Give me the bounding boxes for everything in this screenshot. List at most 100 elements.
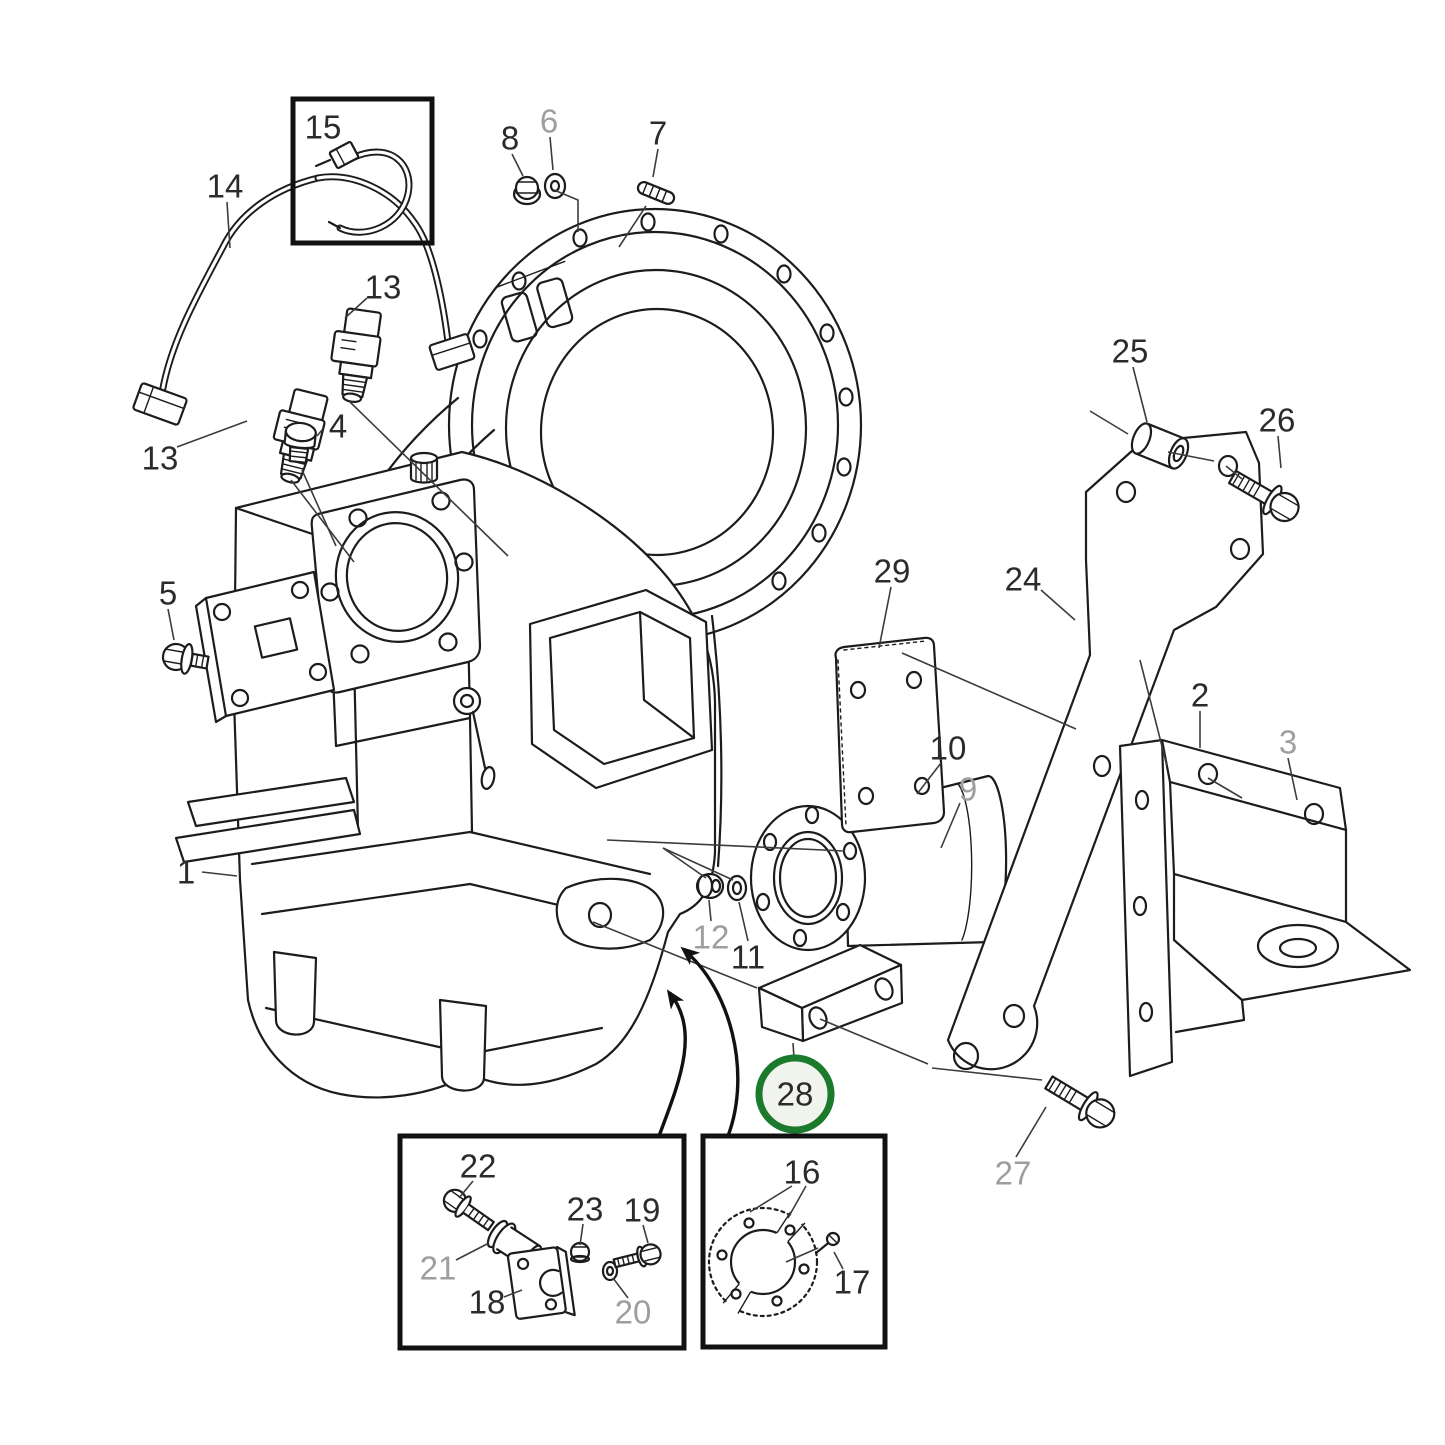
callout-18: 18 <box>469 1284 506 1321</box>
bolt-27 <box>1044 1075 1116 1129</box>
connector-line <box>819 1018 929 1065</box>
shim-block-28 <box>757 943 904 1043</box>
callout-14: 14 <box>207 168 244 205</box>
callout-29: 29 <box>874 553 911 590</box>
connector-line <box>901 652 1077 730</box>
connector-line <box>1139 659 1168 767</box>
connector-line <box>592 921 758 989</box>
callout-7: 7 <box>649 115 667 152</box>
bolt-19 <box>612 1243 662 1269</box>
leader-16 <box>787 1185 807 1219</box>
leader-13-lower <box>176 420 248 448</box>
leader-26 <box>1277 435 1282 469</box>
housing-stamp-mark <box>496 260 574 343</box>
callout-23: 23 <box>567 1191 604 1228</box>
callout-8: 8 <box>501 120 519 157</box>
leader-17 <box>833 1251 844 1270</box>
detail-arrow-left <box>657 991 687 1137</box>
connector-line <box>301 469 337 547</box>
callout-17: 17 <box>834 1264 871 1301</box>
nut-12 <box>695 872 725 900</box>
leader-3 <box>1287 757 1298 801</box>
inset-cable-strap-detail <box>290 96 435 246</box>
connector-line <box>618 205 647 248</box>
cable-strap <box>314 141 413 236</box>
sensor-bracket-assembly <box>442 1188 662 1320</box>
connector-line <box>1089 410 1129 435</box>
leader-10 <box>916 762 942 795</box>
connector-line <box>349 401 509 557</box>
connector-line <box>1167 451 1215 462</box>
leader-4 <box>316 429 323 437</box>
nut-23 <box>569 1241 591 1264</box>
nut-8 <box>512 175 542 206</box>
callout-10: 10 <box>930 730 967 767</box>
leader-9 <box>940 802 961 849</box>
inset-sensor-bracket-detail <box>397 1133 687 1351</box>
leader-20 <box>612 1277 629 1299</box>
sensor-harness <box>132 173 476 484</box>
lock-plates <box>707 1206 841 1318</box>
callout-26: 26 <box>1259 402 1296 439</box>
callout-1: 1 <box>177 854 195 891</box>
harness-connector-left <box>132 382 188 426</box>
inset-lock-plate-detail <box>700 1133 888 1350</box>
callout-9: 9 <box>959 771 977 808</box>
callout-3: 3 <box>1279 724 1297 761</box>
plug-4 <box>283 421 317 464</box>
connector-line <box>1225 465 1243 480</box>
leader-14 <box>226 201 231 249</box>
callout-27: 27 <box>995 1155 1032 1192</box>
machine-drawing <box>132 141 1412 1320</box>
bolt-22 <box>442 1188 495 1232</box>
pump-flange-plate <box>310 478 482 694</box>
bracket-18 <box>506 1245 576 1320</box>
leader-27 <box>1015 1106 1047 1158</box>
detail-arrow-left-head <box>666 989 685 1010</box>
callout-2: 2 <box>1191 677 1209 714</box>
connector-line <box>1207 777 1243 799</box>
stud-7 <box>636 181 676 205</box>
callout-20: 20 <box>615 1294 652 1331</box>
callout-22: 22 <box>460 1148 497 1185</box>
leader-8 <box>511 153 524 177</box>
callout-15: 15 <box>305 109 342 146</box>
top-hardware <box>512 172 676 206</box>
leader-6 <box>549 136 554 171</box>
callout-21: 21 <box>420 1250 457 1287</box>
washer-6 <box>543 172 567 200</box>
connector-line <box>662 847 707 879</box>
leader-11 <box>738 901 749 942</box>
connector-line <box>785 1247 819 1263</box>
callout-25: 25 <box>1112 333 1149 370</box>
leader-18 <box>503 1289 523 1298</box>
leader-13-upper <box>344 297 368 319</box>
callout-6: 6 <box>540 103 558 140</box>
callout-28-highlighted: 28 <box>777 1076 814 1113</box>
gasket-29 <box>834 636 946 834</box>
washer-20 <box>601 1260 619 1282</box>
connector-line <box>553 189 579 232</box>
callout-24: 24 <box>1005 561 1042 598</box>
leader-5 <box>167 608 175 641</box>
connector-line <box>290 479 355 563</box>
oil-pressure-sensor-right <box>330 307 382 403</box>
hydraulic-pump <box>161 570 336 724</box>
callout-11: 11 <box>731 939 765 976</box>
callout-19: 19 <box>624 1192 661 1229</box>
connector-line <box>931 1067 1043 1081</box>
leader-22 <box>458 1180 474 1199</box>
leader-23 <box>579 1223 584 1246</box>
leader-21 <box>455 1242 490 1261</box>
screw-17 <box>814 1231 841 1255</box>
leader-24 <box>1040 589 1076 621</box>
plug-bolt-5 <box>161 642 210 675</box>
callout-5: 5 <box>159 575 177 612</box>
leader-16 <box>749 1185 793 1213</box>
callout-13-upper: 13 <box>365 269 402 306</box>
breather-cap <box>409 451 439 484</box>
callout-12: 12 <box>693 919 730 956</box>
